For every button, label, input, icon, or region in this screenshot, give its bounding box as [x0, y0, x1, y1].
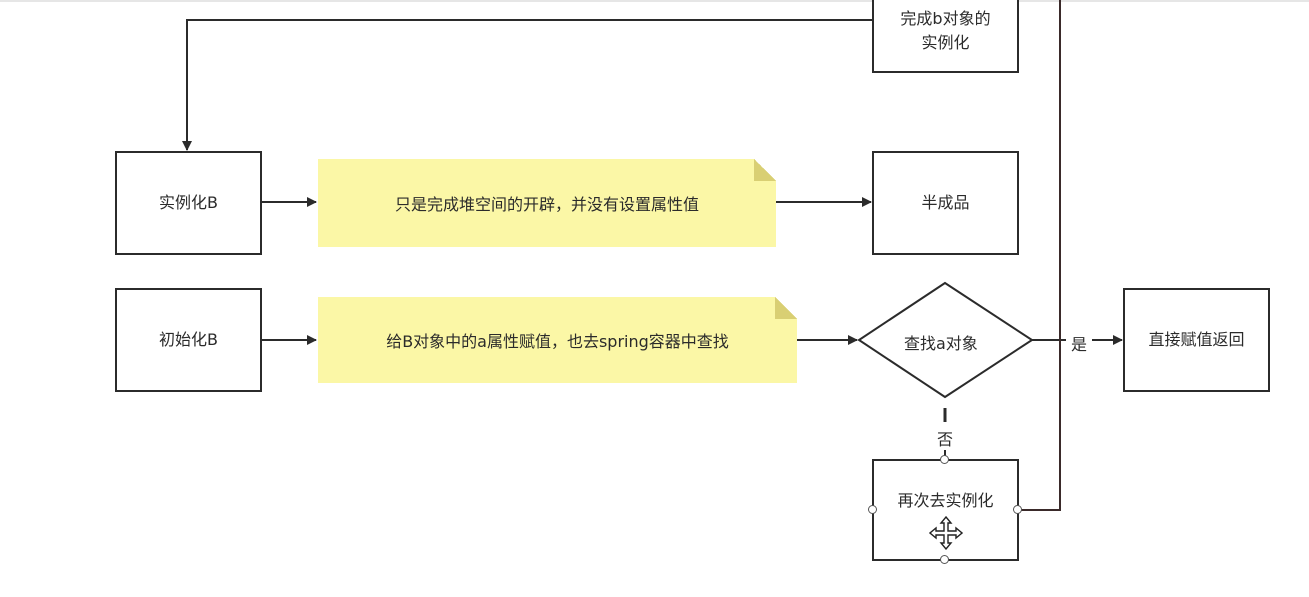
- resize-handle-right[interactable]: [1013, 505, 1022, 514]
- node-return-direct-label: 直接赋值返回: [1148, 330, 1245, 349]
- move-cursor-icon: [929, 516, 963, 550]
- node-complete-b-label: 完成b对象的 实例化: [900, 8, 991, 52]
- edge-reinstantiate-loop: [1018, 0, 1061, 511]
- decision-find-a-label: 查找a对象: [903, 330, 979, 354]
- edge-label-yes: 是: [1070, 331, 1089, 355]
- node-instantiate-b[interactable]: 实例化B: [115, 151, 262, 255]
- note-heap-space[interactable]: 只是完成堆空间的开辟，并没有设置属性值: [318, 159, 776, 247]
- node-init-b-label: 初始化B: [159, 330, 218, 349]
- resize-handle-top[interactable]: [940, 455, 949, 464]
- node-half-product-label: 半成品: [921, 193, 970, 212]
- resize-handle-bottom[interactable]: [940, 555, 949, 564]
- canvas-top-border: [0, 0, 1309, 2]
- edge-label-no: 否: [936, 426, 955, 450]
- node-instantiate-b-label: 实例化B: [159, 193, 218, 212]
- note-assign-a[interactable]: 给B对象中的a属性赋值，也去spring容器中查找: [318, 297, 797, 383]
- note-assign-a-text: 给B对象中的a属性赋值，也去spring容器中查找: [386, 332, 729, 351]
- resize-handle-left[interactable]: [868, 505, 877, 514]
- note-fold-corner: [754, 159, 776, 181]
- node-complete-b-instantiation[interactable]: 完成b对象的 实例化: [872, 0, 1019, 73]
- edge-complete-to-instantiate: [182, 19, 873, 151]
- node-init-b[interactable]: 初始化B: [115, 288, 262, 392]
- note-heap-space-text: 只是完成堆空间的开辟，并没有设置属性值: [394, 195, 699, 214]
- node-return-direct[interactable]: 直接赋值返回: [1123, 288, 1270, 392]
- note-fold-corner: [775, 297, 797, 319]
- node-reinstantiate[interactable]: 再次去实例化: [872, 459, 1019, 561]
- node-half-product[interactable]: 半成品: [872, 151, 1019, 255]
- node-reinstantiate-label: 再次去实例化: [897, 491, 994, 510]
